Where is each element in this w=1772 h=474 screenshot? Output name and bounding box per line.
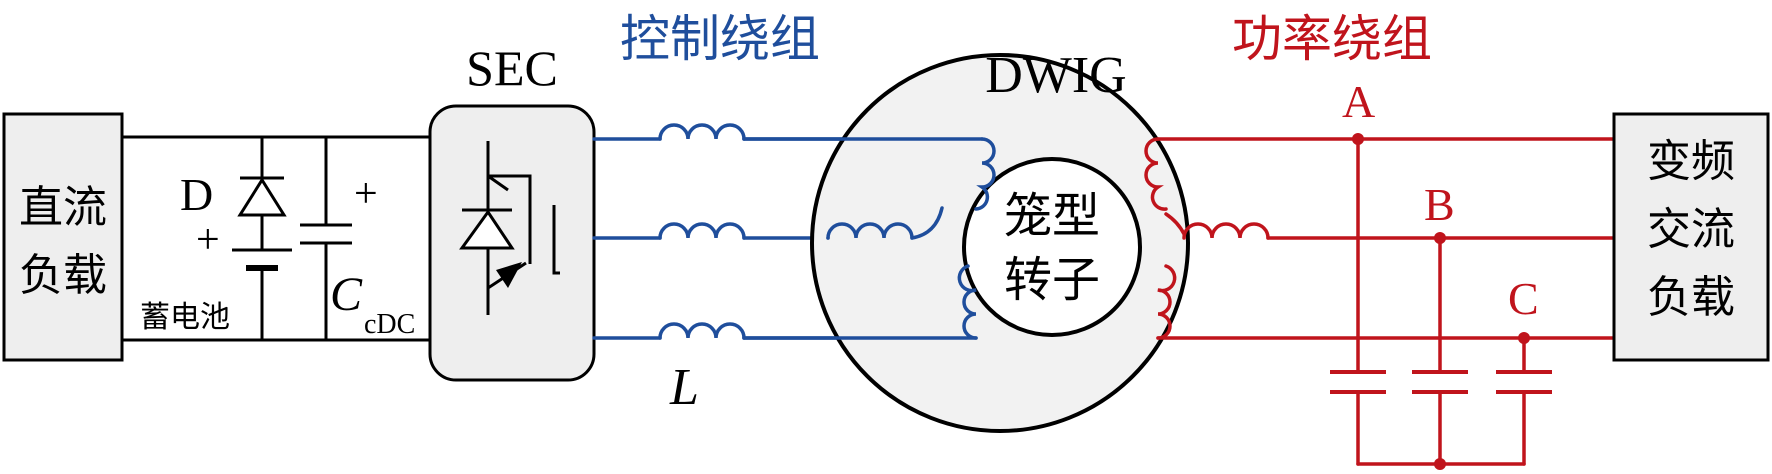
- ac-load-label-2: 交流: [1647, 204, 1735, 255]
- phase-a-label: A: [1342, 76, 1375, 127]
- diode-symbol: [237, 176, 287, 217]
- dwig-label: DWIG: [985, 47, 1127, 104]
- power-winding: [1144, 137, 1616, 466]
- dc-load-label-2: 负载: [19, 250, 107, 301]
- cap-c-label: C: [330, 268, 363, 321]
- ac-load-label-1: 变频: [1647, 136, 1735, 187]
- battery-label: 蓄电池: [140, 300, 230, 335]
- control-winding-internal: [742, 137, 996, 340]
- dc-side: [120, 135, 430, 342]
- igbt-arrow: [496, 262, 522, 288]
- phase-c-label: C: [1508, 273, 1539, 324]
- diode-label: D: [180, 169, 213, 220]
- excitation-capacitors: [1330, 370, 1552, 394]
- junction-dots: [1352, 133, 1530, 470]
- cap-subscript-label: cDC: [364, 309, 415, 340]
- cap-plus-label: +: [354, 171, 378, 217]
- rotor-label-2: 转子: [1004, 252, 1100, 308]
- inductor-label: L: [669, 359, 699, 416]
- ac-load-label-3: 负载: [1647, 272, 1735, 323]
- control-winding-label: 控制绕组: [620, 10, 820, 68]
- power-winding-label: 功率绕组: [1232, 10, 1432, 68]
- dc-load-label-1: 直流: [19, 182, 107, 233]
- cage-rotor: [962, 157, 1142, 337]
- ac-load-box: [1612, 112, 1770, 362]
- sec-box: [428, 104, 596, 382]
- battery-symbol: [232, 248, 292, 271]
- cap-c-main: C: [330, 268, 363, 321]
- sec-label: SEC: [466, 40, 558, 96]
- phase-b-label: B: [1424, 179, 1455, 230]
- rotor-label-1: 笼型: [1004, 188, 1100, 244]
- battery-plus-label: +: [196, 217, 220, 263]
- igbt-symbol: [459, 141, 560, 315]
- dc-capacitor-symbol: [300, 223, 352, 245]
- dc-load-box: [2, 112, 124, 362]
